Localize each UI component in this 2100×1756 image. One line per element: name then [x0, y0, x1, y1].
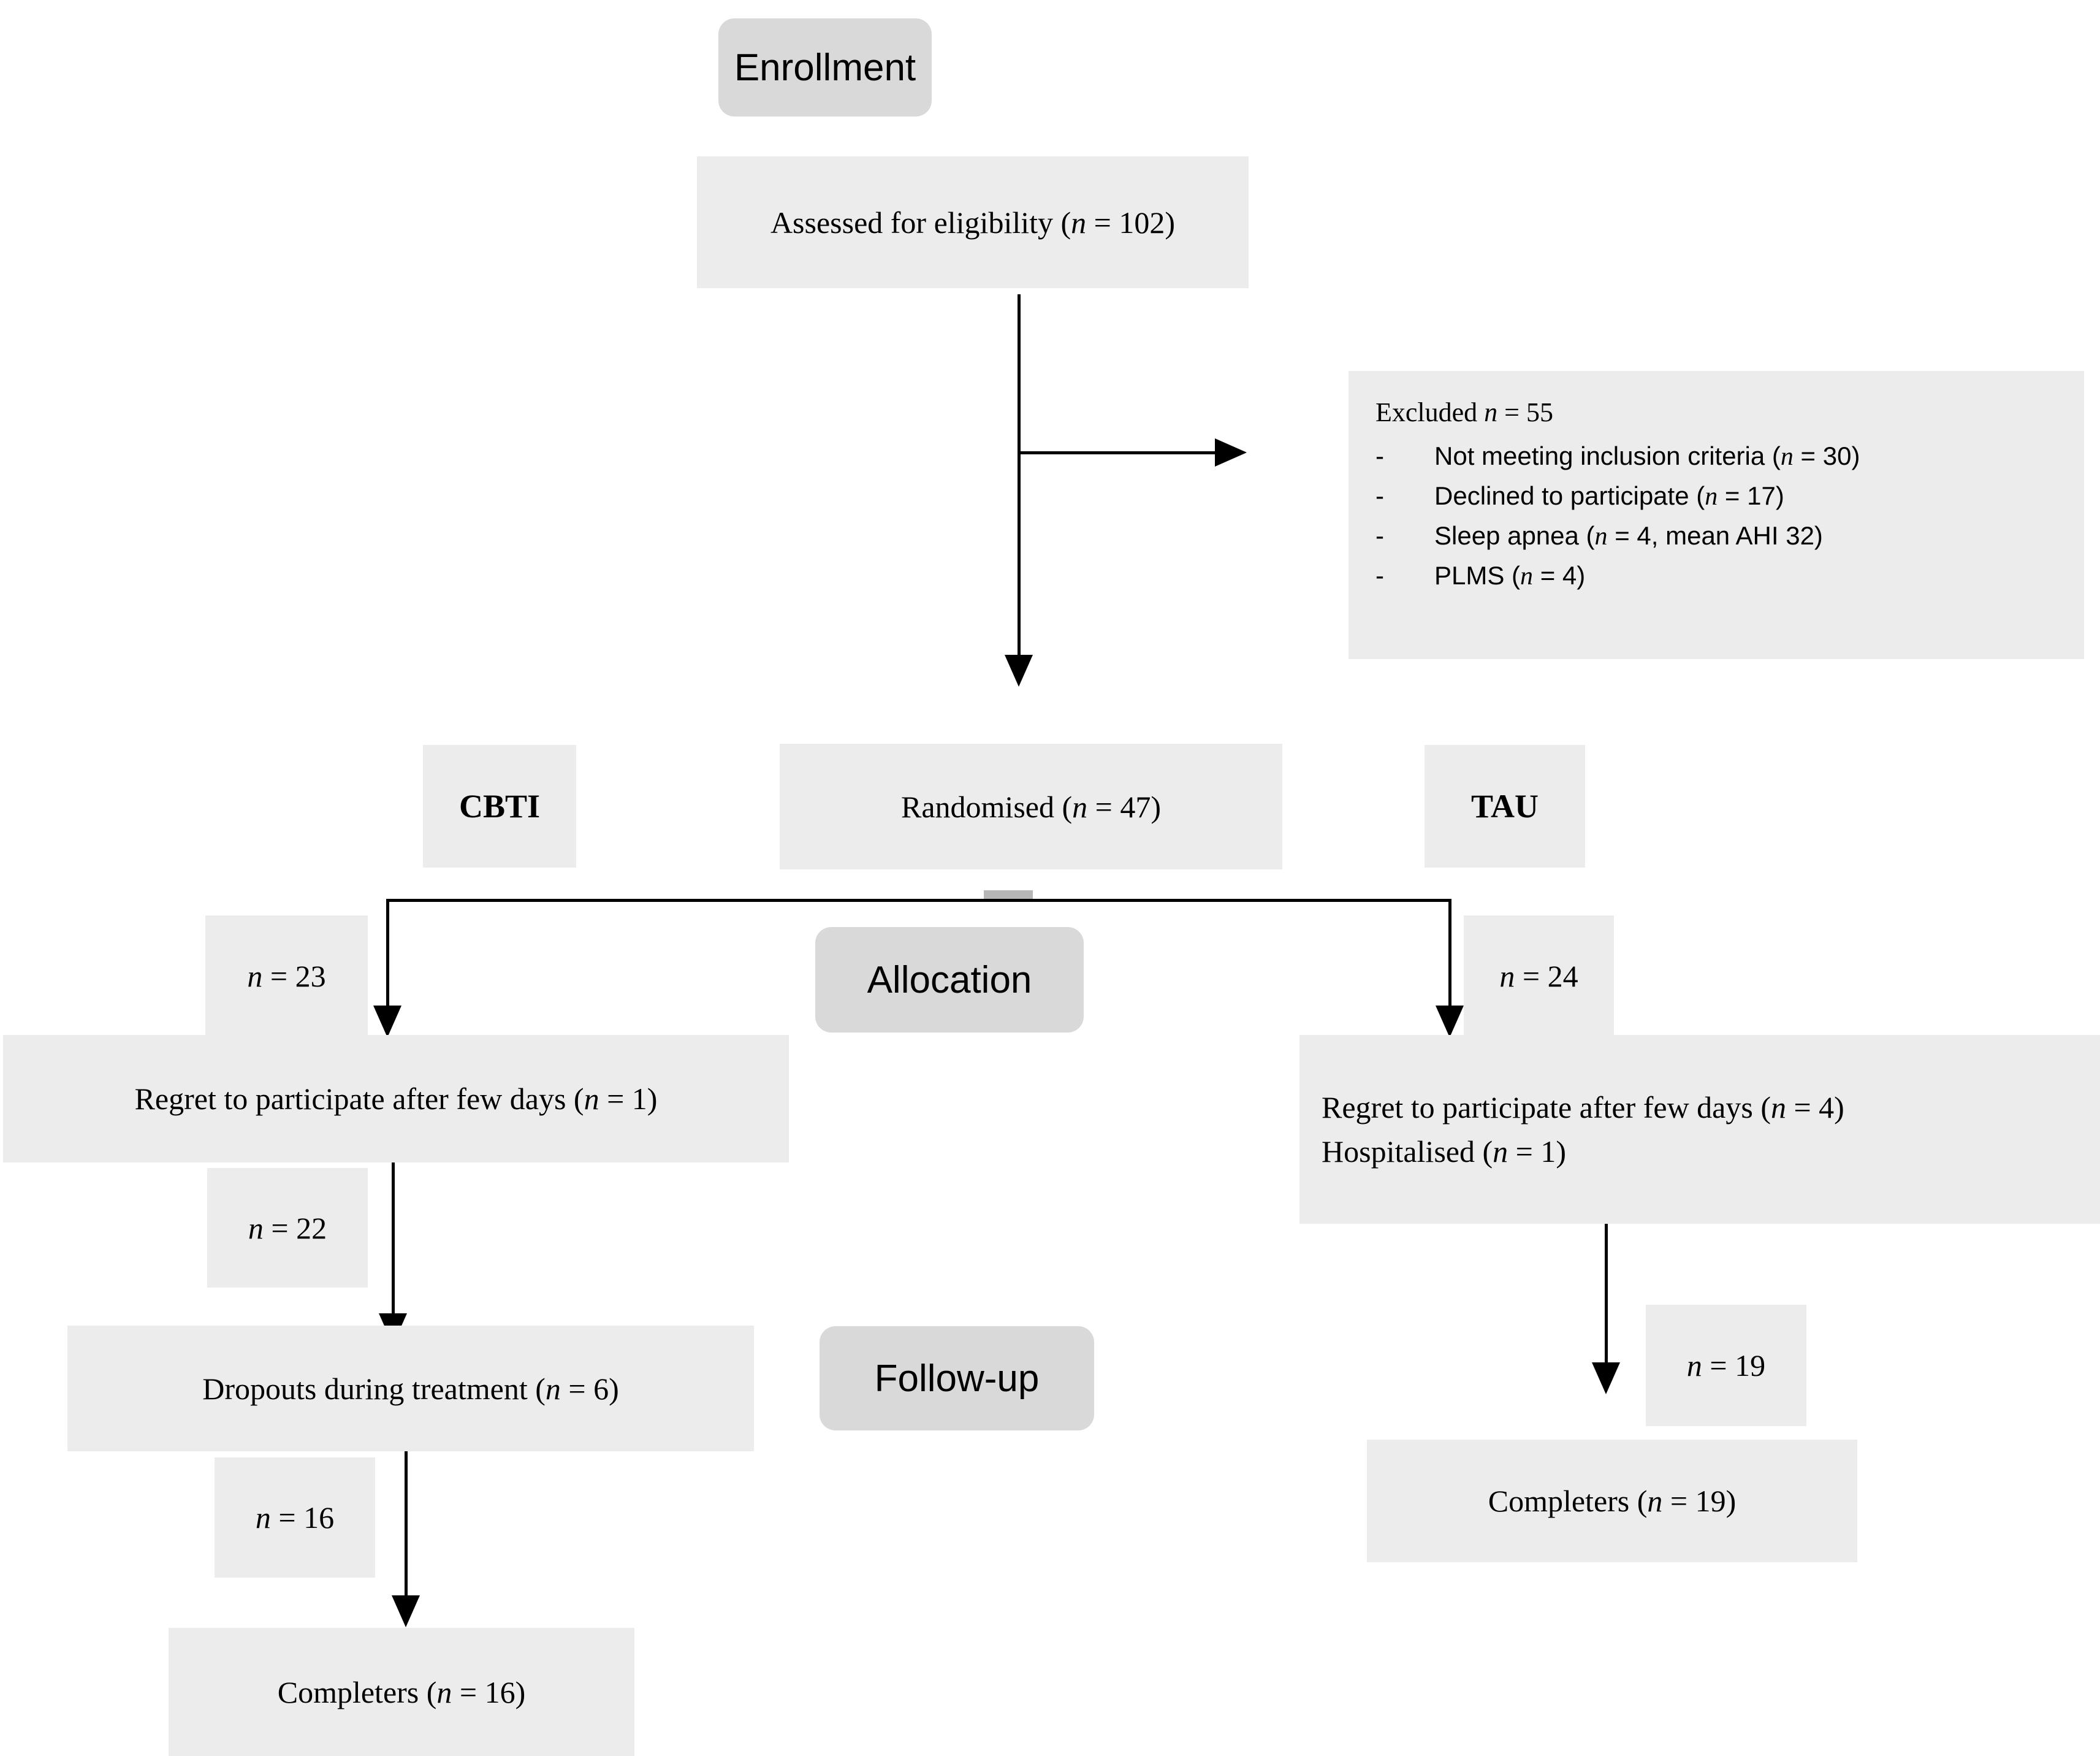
node-tau-completers-label: Completers (n = 19) [1488, 1484, 1737, 1518]
node-assessed-for-eligibility: Assessed for eligibility (n = 102) [697, 156, 1249, 288]
node-cbti-dropouts-label: Dropouts during treatment (n = 6) [202, 1371, 619, 1406]
excluded-item-label: PLMS (n = 4) [1434, 561, 1586, 591]
node-arm-label-tau: TAU [1425, 745, 1585, 868]
arrowhead-to-excluded [1215, 438, 1247, 467]
edge-label-cbti-after-regret: n = 22 [207, 1168, 368, 1288]
node-cbti-completers: Completers (n = 16) [169, 1628, 634, 1756]
connector-tau-drop [1448, 899, 1451, 1021]
node-arm-label-cbti-text: CBTI [458, 788, 541, 825]
node-cbti-dropouts: Dropouts during treatment (n = 6) [67, 1326, 754, 1451]
arrowhead-tau-to-completers [1592, 1362, 1620, 1394]
edge-label-tau-after-losses-text: n = 19 [1686, 1348, 1766, 1383]
excluded-item: - Not meeting inclusion criteria (n = 30… [1375, 443, 2084, 470]
node-randomised: Randomised (n = 47) [780, 744, 1282, 869]
connector-cbti-dropouts-to-completers [405, 1451, 408, 1613]
node-cbti-completers-label: Completers (n = 16) [277, 1674, 526, 1709]
connector-enrollment-spine [1018, 294, 1021, 662]
node-cbti-regret: Regret to participate after few days (n … [3, 1035, 789, 1162]
stage-header-enrollment-label: Enrollment [734, 46, 916, 89]
arrowhead-tau-allocated [1436, 1006, 1464, 1037]
connector-tau-to-completers [1605, 1224, 1608, 1377]
node-arm-label-cbti: CBTI [423, 745, 576, 868]
excluded-heading-n: n [1484, 397, 1498, 427]
node-tau-regret-label: Regret to participate after few days (n … [1322, 1090, 1844, 1124]
excluded-item-label: Not meeting inclusion criteria (n = 30) [1434, 441, 1860, 471]
edge-label-cbti-after-regret-text: n = 22 [248, 1210, 327, 1245]
excluded-bullet-marker: - [1375, 481, 1384, 511]
stage-header-allocation: Allocation [815, 927, 1084, 1033]
arrowhead-to-randomised [1005, 655, 1033, 687]
stage-header-followup-label: Follow-up [874, 1357, 1040, 1400]
excluded-heading-suffix: = 55 [1497, 397, 1553, 427]
arrowhead-cbti-to-completers [392, 1595, 420, 1627]
stage-header-followup: Follow-up [820, 1326, 1094, 1430]
node-cbti-regret-label: Regret to participate after few days (n … [134, 1082, 658, 1116]
excluded-item: - Declined to participate (n = 17) [1375, 483, 2084, 510]
edge-label-cbti-allocated-text: n = 23 [247, 958, 326, 993]
stage-header-allocation-label: Allocation [867, 958, 1032, 1001]
connector-allocation-split [386, 899, 1451, 902]
node-tau-losses: Regret to participate after few days (n … [1299, 1035, 2100, 1224]
edge-label-tau-allocated: n = 24 [1464, 915, 1614, 1036]
connector-split-stub [984, 890, 1033, 900]
node-excluded: Excluded n = 55 - Not meeting inclusion … [1349, 371, 2084, 659]
arrowhead-cbti-allocated [373, 1006, 401, 1037]
excluded-item-label: Sleep apnea (n = 4, mean AHI 32) [1434, 521, 1823, 551]
excluded-item: - Sleep apnea (n = 4, mean AHI 32) [1375, 521, 2084, 551]
edge-label-cbti-after-dropouts-text: n = 16 [255, 1500, 335, 1535]
excluded-item: - PLMS (n = 4) [1375, 561, 2084, 591]
node-arm-label-tau-text: TAU [1470, 788, 1539, 825]
node-tau-hospitalised-label: Hospitalised (n = 1) [1322, 1134, 1566, 1169]
edge-label-cbti-after-dropouts: n = 16 [215, 1457, 375, 1578]
node-assessed-for-eligibility-label: Assessed for eligibility (n = 102) [770, 205, 1176, 240]
connector-to-excluded [1018, 451, 1220, 454]
excluded-heading-prefix: Excluded [1375, 397, 1485, 427]
excluded-item-label: Declined to participate (n = 17) [1434, 481, 1784, 511]
edge-label-cbti-allocated: n = 23 [205, 915, 368, 1036]
edge-label-tau-after-losses: n = 19 [1646, 1305, 1806, 1426]
edge-label-tau-allocated-text: n = 24 [1499, 958, 1578, 993]
node-randomised-label: Randomised (n = 47) [901, 789, 1161, 824]
node-tau-completers: Completers (n = 19) [1367, 1440, 1857, 1562]
connector-cbti-drop [386, 899, 389, 1021]
connector-cbti-regret-to-dropouts [392, 1162, 395, 1329]
excluded-bullet-marker: - [1375, 561, 1384, 590]
excluded-bullet-marker: - [1375, 521, 1384, 551]
stage-header-enrollment: Enrollment [718, 18, 932, 116]
excluded-heading: Excluded n = 55 [1375, 397, 2084, 427]
excluded-bullet-marker: - [1375, 441, 1384, 471]
